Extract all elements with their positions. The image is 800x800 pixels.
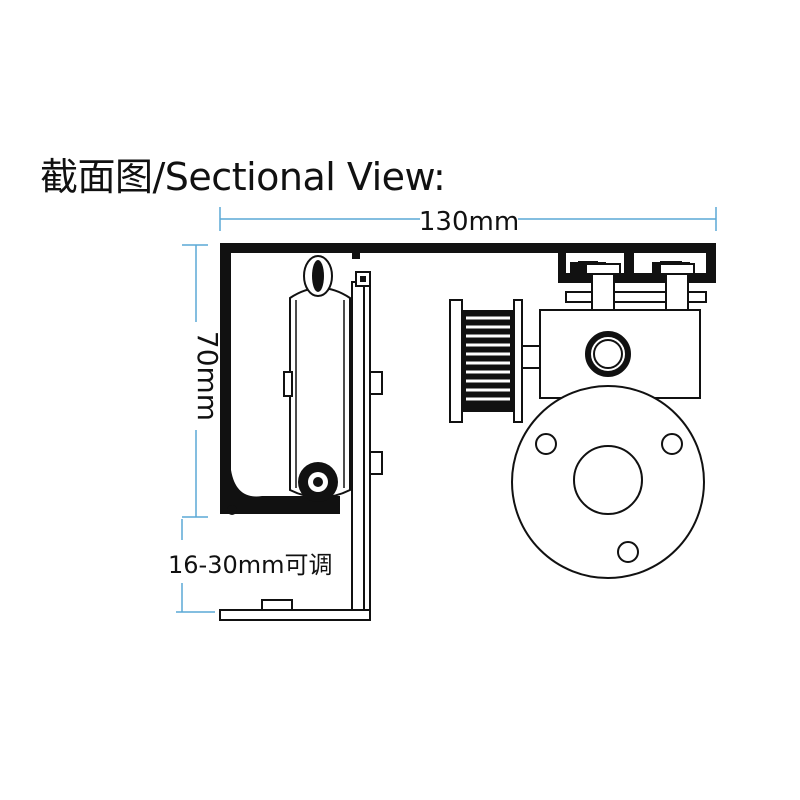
adjustable-label: 16-30mm可调 [168, 551, 333, 579]
roller-carriage [219, 255, 383, 621]
flange-disk [511, 385, 705, 579]
timing-pulley [449, 299, 543, 423]
width-dimension: 130mm [219, 207, 717, 237]
height-label: 70mm [191, 331, 224, 421]
motor-assembly [539, 263, 707, 399]
adjustable-dimension: 16-30mm可调 [168, 519, 333, 613]
pulley-teeth [466, 316, 510, 401]
height-dimension: 70mm [182, 244, 224, 518]
width-label: 130mm [419, 207, 519, 237]
page-title: 截面图/Sectional View: [40, 155, 446, 199]
